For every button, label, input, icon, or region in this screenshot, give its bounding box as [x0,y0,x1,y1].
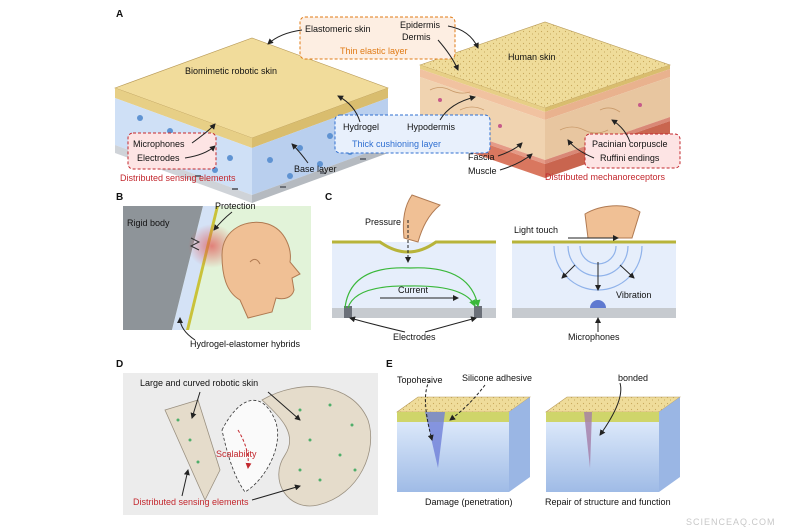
muscle-label: Muscle [468,166,497,176]
sensing-caption-d: Distributed sensing elements [133,497,249,507]
panel-e-letter: E [386,359,393,370]
hybrids-label: Hydrogel-elastomer hybrids [190,339,301,349]
cushion-layer-caption: Thick cushioning layer [352,139,441,149]
finger-press [402,194,441,243]
finger-touch [584,205,641,239]
rigid-body [123,206,203,330]
fascia-label: Fascia [468,152,495,162]
protection-label: Protection [215,201,256,211]
epidermis-label: Epidermis [400,20,441,30]
thin-layer-box [299,16,456,60]
large-skin-label: Large and curved robotic skin [140,378,258,388]
skin-curved-large [261,386,372,507]
microphones-label-a: Microphones [133,139,185,149]
sensing-caption-a: Distributed sensing elements [120,173,236,183]
hypodermis-label: Hypodermis [407,122,456,132]
mechanoreceptors-caption: Distributed mechanoreceptors [545,172,666,182]
base-layer-label: Base layer [294,164,337,174]
current-label: Current [398,285,429,295]
panel-a: A Biomimetic robotic skin [114,9,681,203]
head-figure [221,221,301,319]
vibration-sensor [512,205,676,318]
panel-c-letter: C [325,192,332,203]
repair-block [545,382,681,492]
electrodes-label-c: Electrodes [393,332,436,342]
skin-strip-small [164,399,221,501]
mechanoreceptors-box [584,133,681,169]
panel-a-letter: A [116,9,123,20]
thin-layer-caption: Thin elastic layer [340,46,408,56]
electrodes-label-a: Electrodes [137,153,180,163]
vibration-label: Vibration [616,290,651,300]
spring-icon [189,237,201,251]
damage-block [396,379,531,492]
bonded-label: bonded [618,373,648,383]
pressure-sensor [332,194,496,318]
rigid-body-label: Rigid body [127,218,170,228]
panel-c: C Pressure Current Electrodes [325,192,676,342]
scalability-label: Scalability [216,449,257,459]
panel-b: B Rigid body Protection Hydrogel-elastom… [116,192,311,349]
damage-label: Damage (penetration) [425,497,513,507]
ruffini-label: Ruffini endings [600,153,660,163]
elastomeric-label: Elastomeric skin [305,24,371,34]
panel-b-letter: B [116,192,123,203]
light-touch-label: Light touch [514,225,558,235]
microphones-label-c: Microphones [568,332,620,342]
watermark: SCIENCEAQ.COM [686,517,776,527]
pacinian-label: Pacinian corpuscle [592,139,668,149]
skin-strip-dashed [221,400,279,493]
human-skin-title: Human skin [508,52,556,62]
hydrogel-label: Hydrogel [343,122,379,132]
pressure-label: Pressure [365,217,401,227]
dermis-label: Dermis [402,32,431,42]
panel-e: E Topohesive Silicone adhesive Damage (p… [386,359,681,507]
repair-label: Repair of structure and function [545,497,671,507]
cushion-layer-box [334,114,491,154]
panel-d: D Large and curved robotic skin Scalabil… [116,359,378,515]
silicone-adhesive-label: Silicone adhesive [462,373,532,383]
panel-d-letter: D [116,359,123,370]
robot-skin-title: Biomimetic robotic skin [185,66,277,76]
topohesive-label: Topohesive [397,375,443,385]
